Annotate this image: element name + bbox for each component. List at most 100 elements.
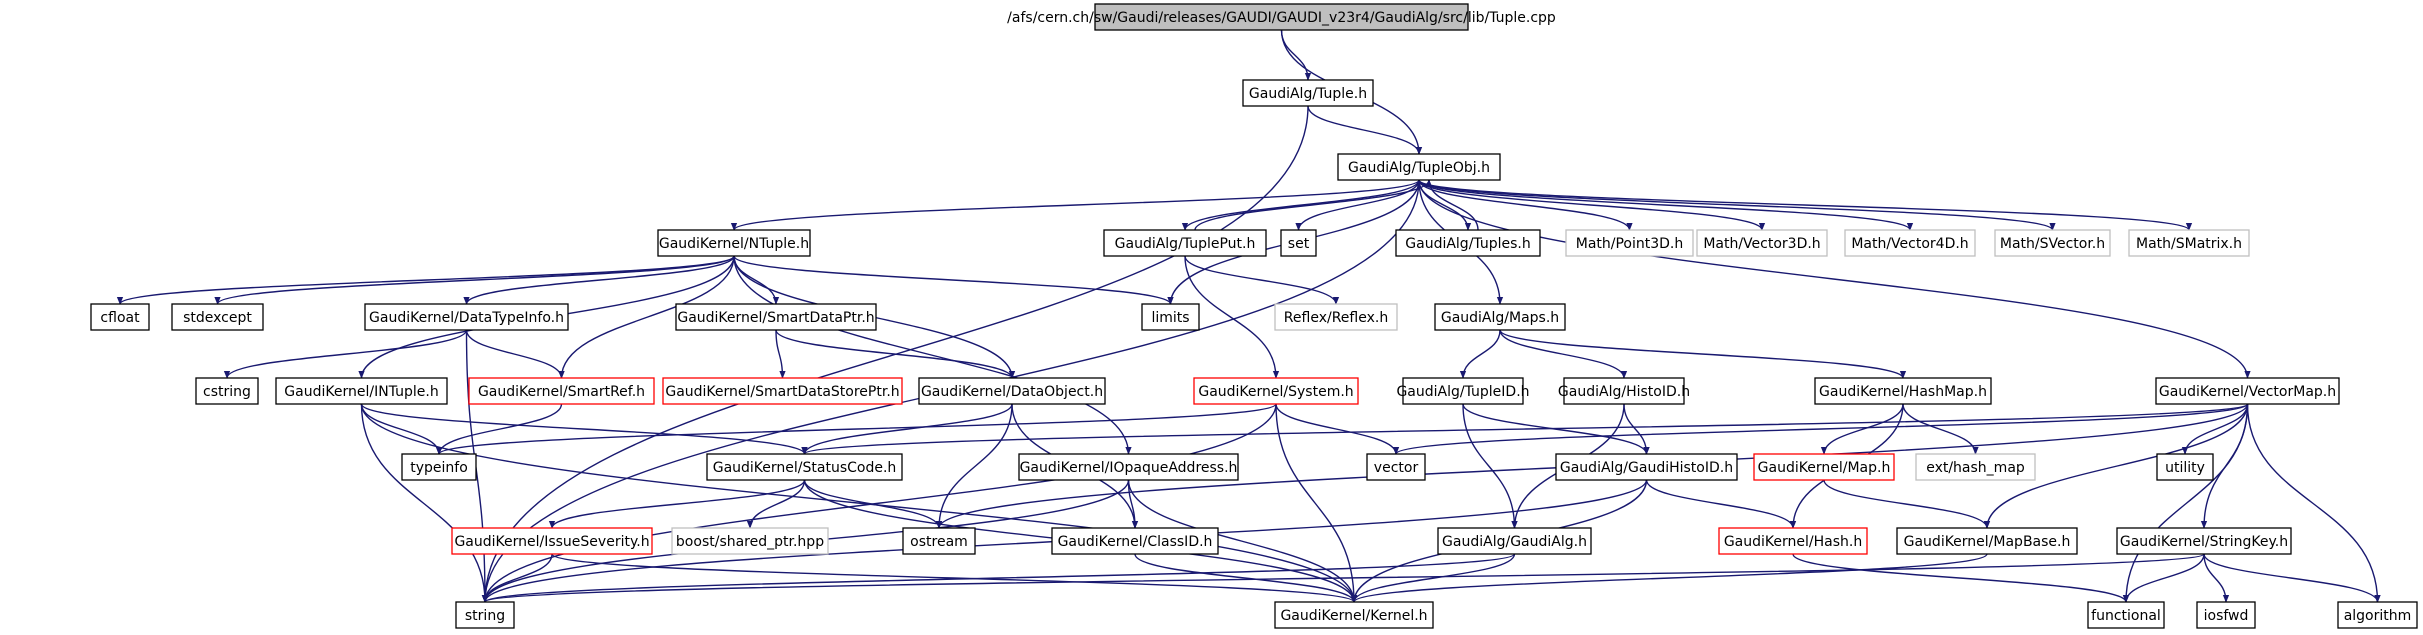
node-limits[interactable]: limits: [1141, 303, 1200, 331]
node-utility[interactable]: utility: [2156, 453, 2214, 481]
edge-statuscode-to-boostshared: [746, 479, 806, 529]
edge-maps-to-hashmap: [1499, 329, 1907, 379]
node-set[interactable]: set: [1280, 229, 1317, 257]
node-label: GaudiKernel/Kernel.h: [1280, 608, 1427, 624]
edge-classid-to-kernel: [1134, 553, 1358, 603]
node-tuple_h[interactable]: GaudiAlg/Tuple.h: [1242, 79, 1374, 107]
edge-tupleobj-to-ntuple: [730, 179, 1420, 231]
node-datatypeinfo[interactable]: GaudiKernel/DataTypeInfo.h: [364, 303, 569, 331]
node-intuple[interactable]: GaudiKernel/INTuple.h: [275, 377, 448, 405]
node-histoid[interactable]: GaudiAlg/HistoID.h: [1558, 377, 1690, 405]
edge-maps-to-histoid: [1499, 329, 1628, 379]
edge-statuscode-to-issueseverity: [548, 479, 806, 529]
node-box: [401, 453, 477, 481]
edge-intuple-to-typeinfo: [360, 403, 443, 455]
node-root[interactable]: /afs/cern.ch/sw/Gaudi/releases/GAUDI/GAU…: [1007, 3, 1556, 31]
node-box: [1274, 601, 1434, 629]
edge-mapbase-to-kernel: [1350, 553, 1988, 603]
node-box: [2156, 453, 2214, 481]
node-label: string: [465, 608, 505, 624]
node-box: [2116, 527, 2292, 555]
node-box: [662, 377, 903, 405]
node-label: GaudiAlg/GaudiAlg.h: [1442, 534, 1587, 550]
edge-maps-to-tupleid: [1459, 329, 1501, 379]
node-tupleobj[interactable]: GaudiAlg/TupleObj.h: [1337, 153, 1501, 181]
edge-tupleobj-to-tupleput: [1181, 179, 1420, 231]
node-ostream[interactable]: ostream: [902, 527, 976, 555]
node-label: GaudiKernel/SmartDataPtr.h: [677, 310, 874, 326]
node-box: [1814, 377, 1992, 405]
node-label: GaudiKernel/Map.h: [1758, 460, 1891, 476]
node-tuples[interactable]: GaudiAlg/Tuples.h: [1395, 229, 1541, 257]
edge-tupleobj-to-vectormap: [1418, 179, 2251, 379]
node-label: GaudiAlg/TupleID.h: [1396, 384, 1529, 400]
node-label: GaudiKernel/HashMap.h: [1819, 384, 1987, 400]
node-algorithm[interactable]: algorithm: [2337, 601, 2418, 629]
node-cfloat[interactable]: cfloat: [90, 303, 150, 331]
node-dataobject[interactable]: GaudiKernel/DataObject.h: [918, 377, 1106, 405]
node-box: [671, 527, 829, 555]
edge-tupleobj-to-vector4d: [1418, 179, 1914, 231]
node-label: Math/Vector3D.h: [1703, 236, 1820, 252]
node-gaudialg[interactable]: GaudiAlg/GaudiAlg.h: [1437, 527, 1592, 555]
edge-datatypeinfo-to-smartref: [465, 329, 565, 379]
node-box: [468, 377, 655, 405]
node-vector3d: Math/Vector3D.h: [1696, 229, 1828, 257]
node-label: GaudiKernel/DataObject.h: [921, 384, 1103, 400]
node-iopaque[interactable]: GaudiKernel/IOpaqueAddress.h: [1018, 453, 1239, 481]
node-vectormap[interactable]: GaudiKernel/VectorMap.h: [2155, 377, 2340, 405]
node-label: GaudiKernel/MapBase.h: [1904, 534, 2071, 550]
node-typeinfo[interactable]: typeinfo: [401, 453, 477, 481]
node-tupleput[interactable]: GaudiAlg/TuplePut.h: [1103, 229, 1267, 257]
node-box: [902, 527, 976, 555]
node-hash_h[interactable]: GaudiKernel/Hash.h: [1718, 527, 1868, 555]
node-label: Math/Point3D.h: [1576, 236, 1684, 252]
node-stdexcept[interactable]: stdexcept: [171, 303, 264, 331]
node-boostshared: boost/shared_ptr.hpp: [671, 527, 829, 555]
node-vector[interactable]: vector: [1366, 453, 1426, 481]
edge-ntuple-to-datatypeinfo: [463, 255, 735, 305]
node-ntuple[interactable]: GaudiKernel/NTuple.h: [657, 229, 811, 257]
node-kernel[interactable]: GaudiKernel/Kernel.h: [1274, 601, 1434, 629]
node-box: [1193, 377, 1359, 405]
node-label: GaudiKernel/System.h: [1198, 384, 1353, 400]
node-label: GaudiKernel/DataTypeInfo.h: [369, 310, 564, 326]
node-box: [171, 303, 264, 331]
node-smartdatastoreptr[interactable]: GaudiKernel/SmartDataStorePtr.h: [662, 377, 903, 405]
edge-datatypeinfo-to-cstring: [223, 329, 468, 379]
node-smartdataptr[interactable]: GaudiKernel/SmartDataPtr.h: [675, 303, 877, 331]
edge-vectormap-to-mapbase: [1983, 403, 2249, 529]
node-statuscode[interactable]: GaudiKernel/StatusCode.h: [706, 453, 903, 481]
edge-tuples-to-tupleobj: [1425, 179, 1479, 231]
node-mapbase[interactable]: GaudiKernel/MapBase.h: [1896, 527, 2078, 555]
node-stringkey[interactable]: GaudiKernel/StringKey.h: [2116, 527, 2292, 555]
node-label: stdexcept: [183, 310, 252, 326]
node-hashmap[interactable]: GaudiKernel/HashMap.h: [1814, 377, 1992, 405]
edge-histoid-to-gaudihistoid: [1623, 403, 1650, 455]
node-map_h[interactable]: GaudiKernel/Map.h: [1753, 453, 1895, 481]
node-smartref[interactable]: GaudiKernel/SmartRef.h: [468, 377, 655, 405]
edge-ntuple-to-cfloat: [116, 255, 735, 305]
node-box: [1718, 527, 1868, 555]
edge-smartref-to-typeinfo: [435, 403, 563, 455]
node-gaudihistoid[interactable]: GaudiAlg/GaudiHistoID.h: [1555, 453, 1738, 481]
node-string[interactable]: string: [455, 601, 515, 629]
edge-hash_h-to-functional: [1792, 553, 2130, 603]
node-label: GaudiKernel/SmartRef.h: [478, 384, 645, 400]
edge-hashmap-to-exthashmap: [1902, 403, 1979, 455]
node-box: [918, 377, 1106, 405]
edge-tupleobj-to-set: [1295, 179, 1420, 231]
edge-tupleput-to-reflex: [1184, 255, 1340, 305]
edge-tupleput-to-tupleobj: [1194, 179, 1433, 231]
node-cstring[interactable]: cstring: [195, 377, 259, 405]
node-box: [90, 303, 150, 331]
node-iosfwd[interactable]: iosfwd: [2196, 601, 2256, 629]
node-issueseverity[interactable]: GaudiKernel/IssueSeverity.h: [451, 527, 653, 555]
node-system[interactable]: GaudiKernel/System.h: [1193, 377, 1359, 405]
node-classid[interactable]: GaudiKernel/ClassID.h: [1051, 527, 1219, 555]
node-tupleid[interactable]: GaudiAlg/TupleID.h: [1396, 377, 1530, 405]
node-maps[interactable]: GaudiAlg/Maps.h: [1434, 303, 1566, 331]
node-functional[interactable]: functional: [2087, 601, 2165, 629]
node-box: [451, 527, 653, 555]
node-box: [1402, 377, 1524, 405]
